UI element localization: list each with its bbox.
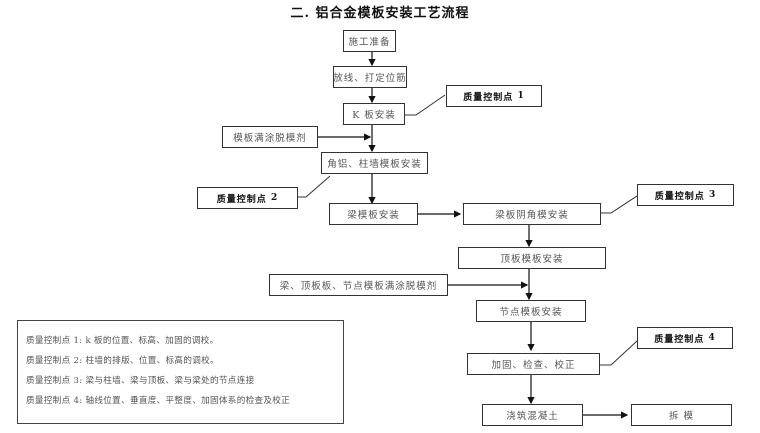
quality-point-number: 1 xyxy=(517,91,525,101)
step-pour: 浇筑混凝土 xyxy=(482,404,583,426)
quality-legend: 质量控制点 1: k 板的位置、标高、加固的调校。 质量控制点 2: 柱墙的排版… xyxy=(17,320,344,424)
legend-item: 质量控制点 3: 梁与柱墙、梁与顶板、梁与梁处的节点连接 xyxy=(26,376,255,386)
qc2-leader xyxy=(298,175,331,198)
quality-point-label: 质量控制点 xyxy=(654,191,705,202)
qc3-leader xyxy=(601,195,638,214)
step-reinforce: 加固、检查、校正 xyxy=(467,353,600,375)
legend-item: 质量控制点 4: 轴线位置、垂直度、平整度、加固体系的检查及校正 xyxy=(26,396,291,406)
page-title: 二. 铝合金模板安装工艺流程 xyxy=(290,6,470,21)
qc1-leader xyxy=(405,94,446,116)
step-prep: 施工准备 xyxy=(343,30,396,52)
step-k-board: K 板安装 xyxy=(343,103,405,125)
step-corner-wall: 角铝、柱墙模板安装 xyxy=(321,152,428,174)
legend-item: 质量控制点 2: 柱墙的排版、位置、标高的调校。 xyxy=(26,356,219,366)
quality-point-label: 质量控制点 xyxy=(654,334,705,345)
legend-item: 质量控制点 1: k 板的位置、标高、加固的调校。 xyxy=(26,336,219,346)
quality-point-3: 质量控制点 3 xyxy=(637,184,734,206)
quality-point-2: 质量控制点 2 xyxy=(197,187,298,209)
step-layout: 放线、打定位筋 xyxy=(333,66,407,88)
quality-point-number: 3 xyxy=(708,190,717,200)
quality-point-4: 质量控制点 4 xyxy=(637,327,733,349)
quality-point-label: 质量控制点 xyxy=(216,194,267,205)
step-release-agent-2: 梁、顶板板、节点模板满涂脱模剂 xyxy=(269,274,448,296)
step-beam: 梁模板安装 xyxy=(329,203,418,225)
qc4-leader xyxy=(600,340,638,366)
step-demold: 拆 模 xyxy=(631,404,732,426)
step-beam-corner: 梁板阴角模安装 xyxy=(463,203,601,225)
quality-point-number: 4 xyxy=(708,333,716,343)
quality-point-number: 2 xyxy=(270,193,279,203)
quality-point-label: 质量控制点 xyxy=(463,92,514,103)
quality-point-1: 质量控制点 1 xyxy=(446,85,542,107)
step-joint: 节点模板安装 xyxy=(476,300,586,322)
step-release-agent-1: 模板满涂脱模剂 xyxy=(222,126,318,148)
step-slab: 顶板模板安装 xyxy=(458,247,606,269)
